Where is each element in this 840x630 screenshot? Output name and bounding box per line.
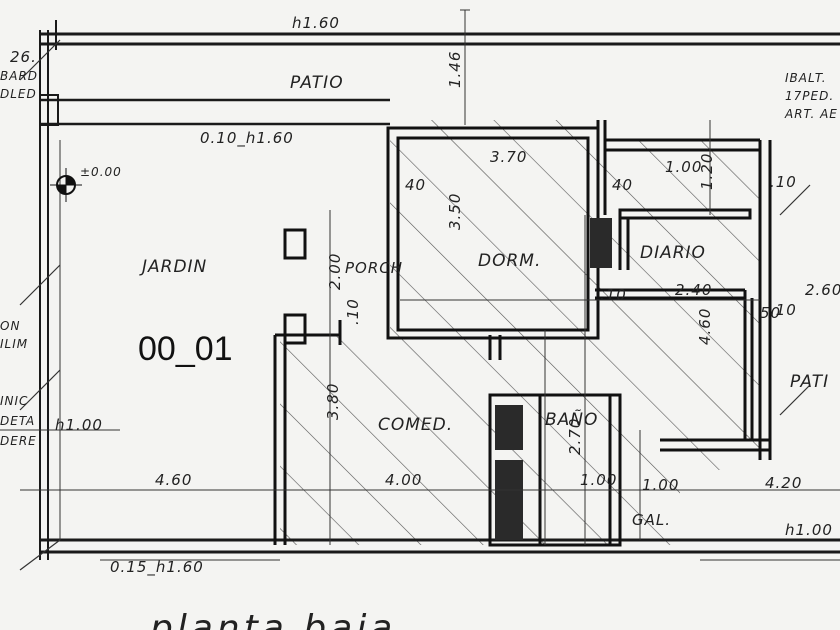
room-label-patio-right: PATI xyxy=(790,372,829,392)
dim-h100a: h1.00 xyxy=(55,416,103,434)
edge-note-left-7: DERE xyxy=(0,434,37,448)
dim-146: 1.46 xyxy=(446,51,464,88)
dim-10d: .10 xyxy=(344,298,362,325)
dim-50: 50 xyxy=(760,304,781,322)
room-label-patio: PATIO xyxy=(290,73,344,93)
room-label-dormitorio: DORM. xyxy=(478,251,541,271)
dim-10c: .10 xyxy=(770,301,797,319)
dim-350: 3.50 xyxy=(446,193,464,230)
level-mark-label: ±0.00 xyxy=(80,165,122,179)
edge-note-right-2: 17PED. xyxy=(785,89,834,103)
dim-100b: 1.00 xyxy=(580,471,617,489)
site-boundary xyxy=(39,20,840,560)
dimension-lines xyxy=(0,9,840,561)
dim-460v: 4.60 xyxy=(696,308,714,345)
edge-note-left-6: DETA xyxy=(0,414,35,428)
dim-240: 2.40 xyxy=(675,281,712,299)
dim-270: 2.70 xyxy=(566,418,584,455)
dim-10: .10 xyxy=(770,173,797,191)
dim-h100b: h1.00 xyxy=(785,521,833,539)
edge-note-right-3: ART. AE xyxy=(784,107,838,121)
room-label-bano: BAÑO xyxy=(545,408,598,430)
dim-top-length: h1.60 xyxy=(292,14,340,32)
dim-120: 1.20 xyxy=(698,153,716,190)
dim-26: 26. xyxy=(10,48,37,66)
dim-40: 40 xyxy=(405,176,426,194)
edge-note-left-4: ILIM xyxy=(0,337,28,351)
room-label-diario: DIARIO xyxy=(640,243,706,263)
edge-note-left-3: ON xyxy=(0,319,20,333)
level-code: 00_01 xyxy=(138,330,233,368)
fixtures xyxy=(495,218,612,540)
dim-400: 4.00 xyxy=(385,471,422,489)
edge-note-left-5: INIC xyxy=(0,394,28,408)
plan-title: planta baja xyxy=(149,608,396,630)
dim-420: 4.20 xyxy=(765,474,802,492)
room-label-jardin: JARDIN xyxy=(139,257,207,277)
edge-note-left-1: BARD xyxy=(0,69,38,83)
edge-ticks xyxy=(19,39,811,571)
dim-200: 2.00 xyxy=(326,253,344,290)
dim-260: 2.60 xyxy=(805,281,840,299)
dim-015-h160: 0.15_h1.60 xyxy=(110,558,204,577)
dim-460h: 4.60 xyxy=(155,471,192,489)
dim-100a: 1.00 xyxy=(665,158,702,176)
level-marker-icon xyxy=(50,168,82,202)
dim-370: 3.70 xyxy=(490,148,527,166)
edge-note-left-2: DLED xyxy=(0,87,37,101)
dim-porch: PORCH xyxy=(345,259,403,277)
dim-380: 3.80 xyxy=(324,383,342,420)
room-label-comedor: COMED. xyxy=(378,415,453,435)
dim-010-h160: 0.10_h1.60 xyxy=(200,129,294,148)
dim-100c: 1.00 xyxy=(642,476,679,494)
dim-10b: .10 xyxy=(600,286,627,304)
edge-note-right-1: IBALT. xyxy=(785,71,827,85)
room-label-gal: GAL. xyxy=(632,511,671,529)
dim-40b: 40 xyxy=(612,176,633,194)
